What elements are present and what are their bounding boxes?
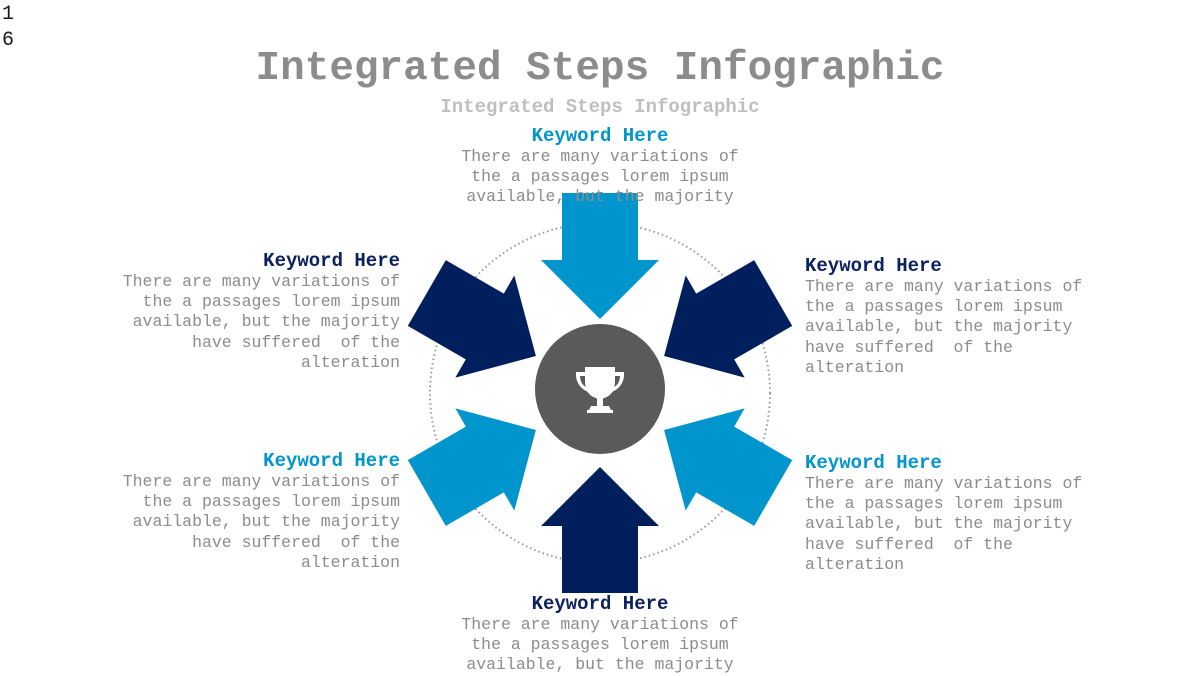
step-upper-left-keyword: Keyword Here <box>263 250 400 272</box>
page-subtitle: Integrated Steps Infographic <box>440 96 760 118</box>
step-top: Keyword Here There are many variations o… <box>420 125 780 208</box>
step-upper-right: Keyword Here There are many variations o… <box>805 255 1165 378</box>
step-bottom-keyword: Keyword Here <box>531 593 669 615</box>
step-upper-left-text: There are many variations of the a passa… <box>122 272 400 372</box>
step-lower-right: Keyword Here There are many variations o… <box>805 452 1165 575</box>
step-upper-right-keyword: Keyword Here <box>805 255 942 277</box>
arrow-lower-left <box>407 408 536 526</box>
step-bottom-text: There are many variations of the a passa… <box>461 615 739 675</box>
step-lower-right-text: There are many variations of the a passa… <box>805 474 1083 574</box>
step-upper-right-text: There are many variations of the a passa… <box>805 277 1083 377</box>
step-upper-left: Keyword Here There are many variations o… <box>40 250 400 373</box>
arrow-upper-right <box>664 260 793 378</box>
step-lower-right-keyword: Keyword Here <box>805 452 942 474</box>
arrow-lower-right <box>664 408 793 526</box>
slide-number: 1 6 <box>2 3 15 52</box>
step-lower-left-keyword: Keyword Here <box>263 450 400 472</box>
page-title: Integrated Steps Infographic <box>255 46 945 92</box>
step-lower-left: Keyword Here There are many variations o… <box>40 450 400 573</box>
trophy-icon <box>575 367 625 413</box>
arrow-bottom <box>541 467 659 593</box>
arrow-top <box>541 193 659 319</box>
arrow-upper-left <box>407 260 536 378</box>
step-lower-left-text: There are many variations of the a passa… <box>122 472 400 572</box>
step-top-text: There are many variations of the a passa… <box>461 147 739 207</box>
step-bottom: Keyword Here There are many variations o… <box>420 593 780 676</box>
step-top-keyword: Keyword Here <box>531 125 669 147</box>
